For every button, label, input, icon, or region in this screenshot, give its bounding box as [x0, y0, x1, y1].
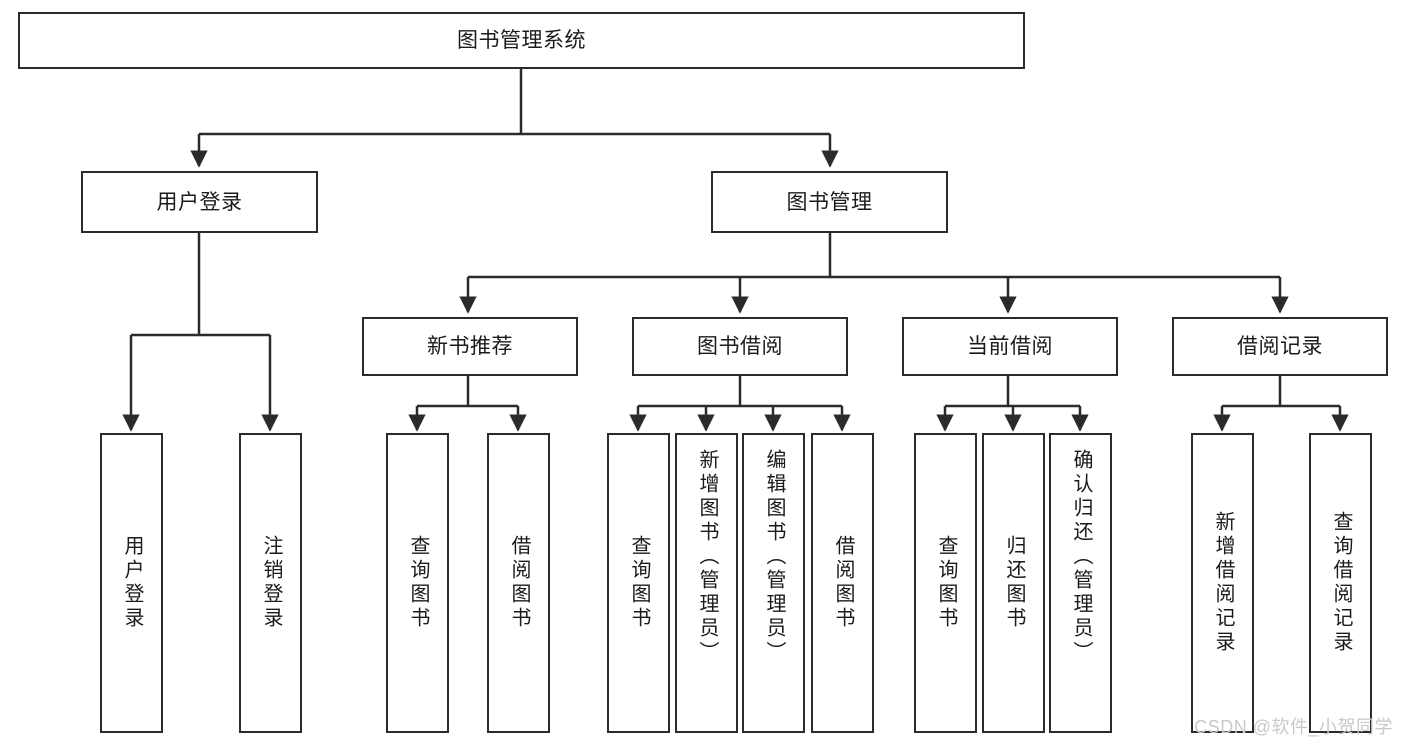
leaf-borrow-record-2[interactable]: 查询借阅记录: [1309, 433, 1372, 733]
leaf-book-borrow-2[interactable]: 新增图书（管理员）: [675, 433, 738, 733]
leaf-current-borrow-1[interactable]: 查询图书: [914, 433, 977, 733]
leaf-label: 查询图书: [628, 535, 650, 631]
leaf-label: 编辑图书（管理员）: [763, 449, 785, 665]
leaf-new-book-2[interactable]: 借阅图书: [487, 433, 550, 733]
leaf-label: 查询图书: [935, 535, 957, 631]
watermark-text: CSDN @软件_小贺同学: [1194, 717, 1393, 737]
node-borrow-record-label: 借阅记录: [1237, 335, 1323, 358]
leaf-user-login-2[interactable]: 注销登录: [239, 433, 302, 733]
leaf-book-borrow-4[interactable]: 借阅图书: [811, 433, 874, 733]
leaf-current-borrow-2[interactable]: 归还图书: [982, 433, 1045, 733]
leaf-borrow-record-1[interactable]: 新增借阅记录: [1191, 433, 1254, 733]
node-current-borrow-label: 当前借阅: [967, 335, 1053, 358]
leaf-label: 借阅图书: [508, 535, 530, 631]
leaf-new-book-1[interactable]: 查询图书: [386, 433, 449, 733]
leaf-label: 新增借阅记录: [1212, 511, 1234, 655]
node-borrow-record[interactable]: 借阅记录: [1172, 317, 1388, 376]
leaf-label: 查询借阅记录: [1330, 511, 1352, 655]
node-book-manage[interactable]: 图书管理: [711, 171, 948, 233]
leaf-label: 用户登录: [121, 535, 143, 631]
node-new-book-recommend-label: 新书推荐: [427, 335, 513, 358]
node-current-borrow[interactable]: 当前借阅: [902, 317, 1118, 376]
leaf-label: 借阅图书: [832, 535, 854, 631]
leaf-book-borrow-1[interactable]: 查询图书: [607, 433, 670, 733]
leaf-current-borrow-3[interactable]: 确认归还（管理员）: [1049, 433, 1112, 733]
leaf-book-borrow-3[interactable]: 编辑图书（管理员）: [742, 433, 805, 733]
leaf-label: 确认归还（管理员）: [1070, 449, 1092, 665]
node-book-borrow[interactable]: 图书借阅: [632, 317, 848, 376]
node-new-book-recommend[interactable]: 新书推荐: [362, 317, 578, 376]
leaf-label: 归还图书: [1003, 535, 1025, 631]
node-root[interactable]: 图书管理系统: [18, 12, 1025, 69]
node-book-borrow-label: 图书借阅: [697, 335, 783, 358]
leaf-user-login-1[interactable]: 用户登录: [100, 433, 163, 733]
leaf-label: 注销登录: [260, 535, 282, 631]
leaf-label: 查询图书: [407, 535, 429, 631]
node-book-manage-label: 图书管理: [786, 190, 873, 214]
node-root-label: 图书管理系统: [457, 29, 586, 52]
leaf-label: 新增图书（管理员）: [696, 449, 718, 665]
node-user-login[interactable]: 用户登录: [81, 171, 318, 233]
node-user-login-label: 用户登录: [156, 190, 243, 214]
